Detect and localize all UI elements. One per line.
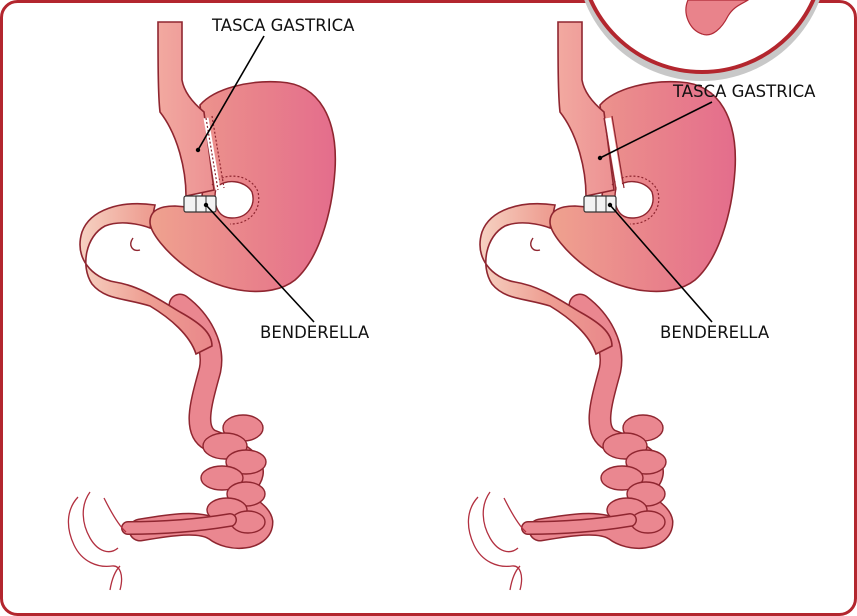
- right-diagram: [468, 22, 735, 590]
- right-pouch-label: TASCA GASTRICA: [672, 82, 816, 101]
- zoom-inset: [576, 0, 828, 81]
- left-pouch-label: TASCA GASTRICA: [211, 16, 355, 35]
- right-band-label: BENDERELLA: [660, 323, 770, 342]
- left-band-label: BENDERELLA: [260, 323, 370, 342]
- left-diagram: [68, 22, 335, 590]
